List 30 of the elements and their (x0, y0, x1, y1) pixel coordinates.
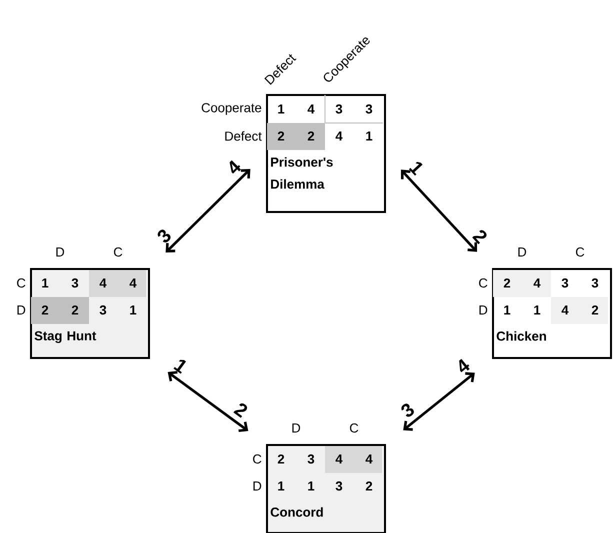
row-label: C (479, 278, 488, 288)
double-arrow (403, 372, 475, 431)
payoff-matrix: 1 4 3 3 2 2 4 1 Prisoner's Dilemma (266, 94, 386, 213)
payoff-matrix: 2 4 3 3 1 1 4 2 Chicken (492, 268, 612, 359)
row-label: D (479, 306, 488, 314)
payoff-matrix: 2 3 4 4 1 1 3 2 Concord (266, 444, 386, 533)
row-label: Defect (225, 131, 262, 141)
row-label: Cooperate (202, 103, 262, 115)
end-number: 2 (233, 403, 248, 418)
end-number: 2 (472, 230, 487, 244)
end-number: 1 (174, 360, 186, 374)
end-number: 4 (230, 160, 241, 174)
end-number: 3 (401, 404, 414, 417)
row-label: C (17, 278, 26, 288)
column-label: C (350, 423, 358, 433)
column-label: C (576, 247, 584, 257)
row-label: C (253, 454, 262, 464)
double-arrow (166, 168, 250, 253)
end-number: 3 (158, 230, 171, 242)
double-arrow (168, 370, 248, 432)
row-label: D (17, 306, 26, 314)
payoff-matrix: 1 3 4 4 2 2 3 1 Stag Hunt (30, 268, 150, 359)
end-number: 1 (408, 162, 423, 176)
double-arrow (400, 170, 478, 252)
column-label: D (518, 248, 526, 256)
column-label: D (292, 424, 300, 432)
column-label: C (114, 247, 122, 257)
row-label: D (253, 482, 262, 490)
end-number: 4 (459, 358, 470, 372)
column-label: D (56, 248, 64, 256)
